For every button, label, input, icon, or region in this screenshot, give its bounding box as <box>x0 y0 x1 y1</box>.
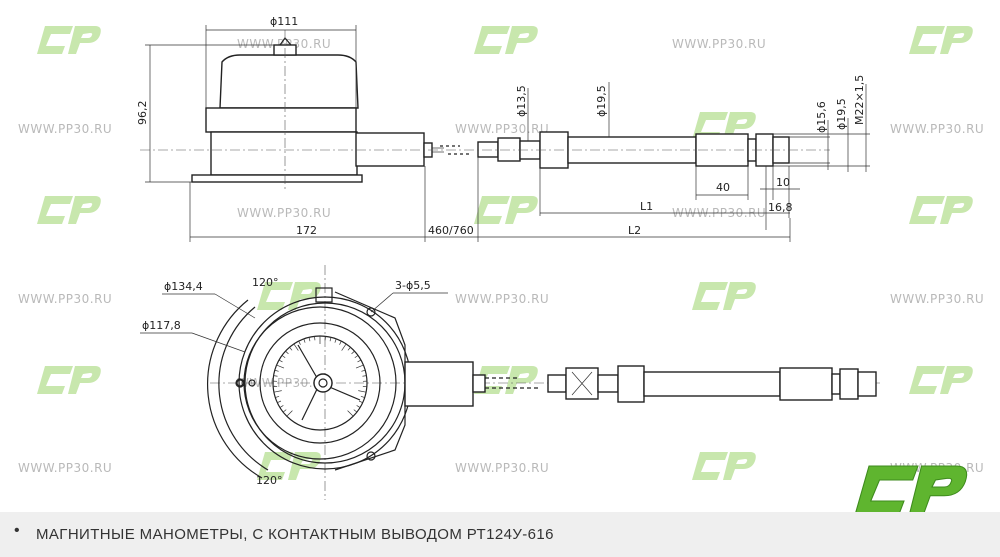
dial-tick <box>329 337 332 342</box>
dim-l16-8: 16,8 <box>768 201 793 214</box>
dial-tick <box>355 364 364 369</box>
cp-logo-icon <box>909 366 973 394</box>
dial-tick <box>276 364 285 369</box>
caption-bar <box>0 512 1000 557</box>
cp-logo-icon <box>37 366 101 394</box>
dim-d134-4: ϕ134,4 <box>164 280 203 293</box>
watermark-url: WWW.PP30.RU <box>890 122 984 136</box>
dim-l172: 172 <box>296 224 317 237</box>
dim-l460-760: 460/760 <box>428 224 474 237</box>
brand-logo <box>854 465 968 516</box>
watermark-url: WWW.PP30.RU <box>237 206 331 220</box>
dial-tick <box>303 338 306 343</box>
dial-tick <box>334 338 337 343</box>
dial-tick <box>361 369 366 372</box>
dial-tick <box>289 347 293 351</box>
cp-logo-icon <box>37 196 101 224</box>
dial-tick <box>356 405 361 408</box>
dim-L1: L1 <box>640 200 653 213</box>
watermark-url: WWW.PP30.RU <box>455 461 549 475</box>
dial-tick <box>351 350 355 355</box>
caption-bullet: • <box>14 522 20 539</box>
dim-angle-top: 120° <box>252 276 279 289</box>
dial-tick <box>347 410 354 417</box>
watermark-url: WWW.PP30.RU <box>18 461 112 475</box>
dim-l40: 40 <box>716 181 730 194</box>
watermark-logos <box>37 26 973 480</box>
dial-tick <box>279 405 284 408</box>
dim-L2: L2 <box>628 224 641 237</box>
dial-tick <box>293 343 299 351</box>
dim-l10: 10 <box>776 176 790 189</box>
dial-tick <box>285 350 289 355</box>
dial-tick <box>308 337 311 342</box>
dial-tick <box>358 400 363 403</box>
dial-tick <box>275 395 280 398</box>
front-view: ϕ134,4 ϕ117,8 3-ϕ5,5 120° 120° <box>140 265 880 500</box>
dim-angle-bottom: 120° <box>256 474 283 487</box>
dial-tick <box>273 390 282 393</box>
cp-logo-icon <box>909 196 973 224</box>
dial-tick <box>277 400 282 403</box>
dial-tick <box>274 369 279 372</box>
cp-logo-icon <box>909 26 973 54</box>
dial-tick <box>354 355 359 359</box>
cp-logo-icon <box>692 452 756 480</box>
side-view: ϕ111 96,2 ϕ13,5 ϕ19,5 ϕ15,6 ϕ19,5 M22×1,… <box>136 15 870 242</box>
dial-tick <box>347 347 351 351</box>
dial-tick <box>360 395 365 398</box>
cp-logo-icon <box>692 282 756 310</box>
dim-d19-5-right: ϕ19,5 <box>835 98 848 130</box>
dial-tick <box>362 375 367 377</box>
dim-d15-6: ϕ15,6 <box>815 101 828 133</box>
dial-ticks <box>273 336 367 417</box>
watermark-url: WWW.PP30.RU <box>18 292 112 306</box>
dim-m22: M22×1,5 <box>853 75 866 125</box>
dial-tick <box>353 409 358 413</box>
dial-tick <box>278 359 283 363</box>
dial-tick <box>341 343 347 351</box>
dial-tick <box>282 409 287 413</box>
dial-tick <box>358 390 367 393</box>
dial-tick <box>339 340 342 345</box>
cp-logo-p-icon <box>908 465 968 516</box>
dim-d19-5-top: ϕ19,5 <box>595 85 608 117</box>
watermark-url: WWW.PP30.RU <box>237 37 331 51</box>
dim-d117-8: ϕ117,8 <box>142 319 181 332</box>
watermark-url: WWW.PP30.RU <box>455 122 549 136</box>
watermark-url: WWW.PP30.RU <box>890 292 984 306</box>
dial-tick <box>298 340 301 345</box>
dial-tick <box>286 410 293 417</box>
dim-d13-5: ϕ13,5 <box>515 85 528 117</box>
dim-h96-2: 96,2 <box>136 101 149 126</box>
cp-logo-icon <box>37 26 101 54</box>
watermark-url: WWW.PP30.RU <box>455 292 549 306</box>
watermark-url: WWW.PP30.RU <box>672 37 766 51</box>
dim-d111: ϕ111 <box>270 15 298 28</box>
dial-tick <box>273 375 278 377</box>
dim-holes: 3-ϕ5,5 <box>395 279 431 292</box>
dial-tick <box>281 355 286 359</box>
product-caption: МАГНИТНЫЕ МАНОМЕТРЫ, С КОНТАКТНЫМ ВЫВОДО… <box>36 526 554 543</box>
cp-logo-c-icon <box>854 465 919 516</box>
watermark-url: WWW.PP30.RU <box>18 122 112 136</box>
cp-logo-icon <box>474 196 538 224</box>
cp-logo-icon <box>474 26 538 54</box>
dial-tick <box>357 359 362 363</box>
